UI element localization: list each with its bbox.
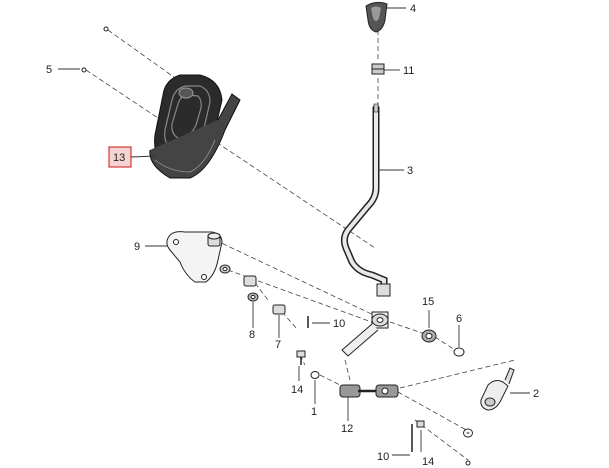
callout-1: 1	[311, 406, 317, 418]
callout-15: 15	[422, 296, 434, 308]
callout-4: 4	[410, 3, 416, 15]
lower-lever-2	[480, 367, 530, 411]
callout-13: 13	[113, 152, 125, 164]
pin-10-upper	[307, 316, 330, 328]
bolt-14-upper	[296, 350, 306, 381]
callout-2: 2	[533, 388, 539, 400]
callout-12: 12	[341, 423, 353, 435]
callout-6: 6	[456, 313, 462, 325]
callout-9: 9	[134, 241, 140, 253]
callout-8: 8	[249, 329, 255, 341]
ring-6	[453, 325, 465, 357]
callout-11: 11	[403, 65, 414, 77]
shift-knob	[365, 1, 406, 33]
washer-1	[310, 371, 320, 404]
callout-14-lower: 14	[422, 456, 434, 468]
callout-7: 7	[275, 339, 281, 351]
pin-10-lower	[392, 424, 413, 456]
bolt-14-lower	[416, 420, 425, 452]
callout-14-upper: 14	[291, 384, 303, 396]
screw-5	[58, 26, 109, 73]
callout-labels: 4 5 11 13 3 9 15 6 10 8 7 14 2 1 12 10 1…	[46, 3, 539, 468]
bracket-hardware	[219, 264, 286, 315]
callout-5: 5	[46, 64, 52, 76]
callout-10-upper: 10	[333, 318, 345, 330]
shift-lever	[340, 103, 404, 297]
washer-15	[421, 310, 437, 343]
shifter-boot	[149, 74, 241, 179]
bracket-9	[145, 231, 223, 283]
shift-link-12	[339, 384, 399, 421]
nut-11	[371, 63, 400, 75]
callout-3: 3	[407, 165, 413, 177]
washer-lower	[463, 428, 473, 466]
pivot-arm	[341, 311, 389, 357]
callout-10-lower: 10	[377, 451, 389, 463]
